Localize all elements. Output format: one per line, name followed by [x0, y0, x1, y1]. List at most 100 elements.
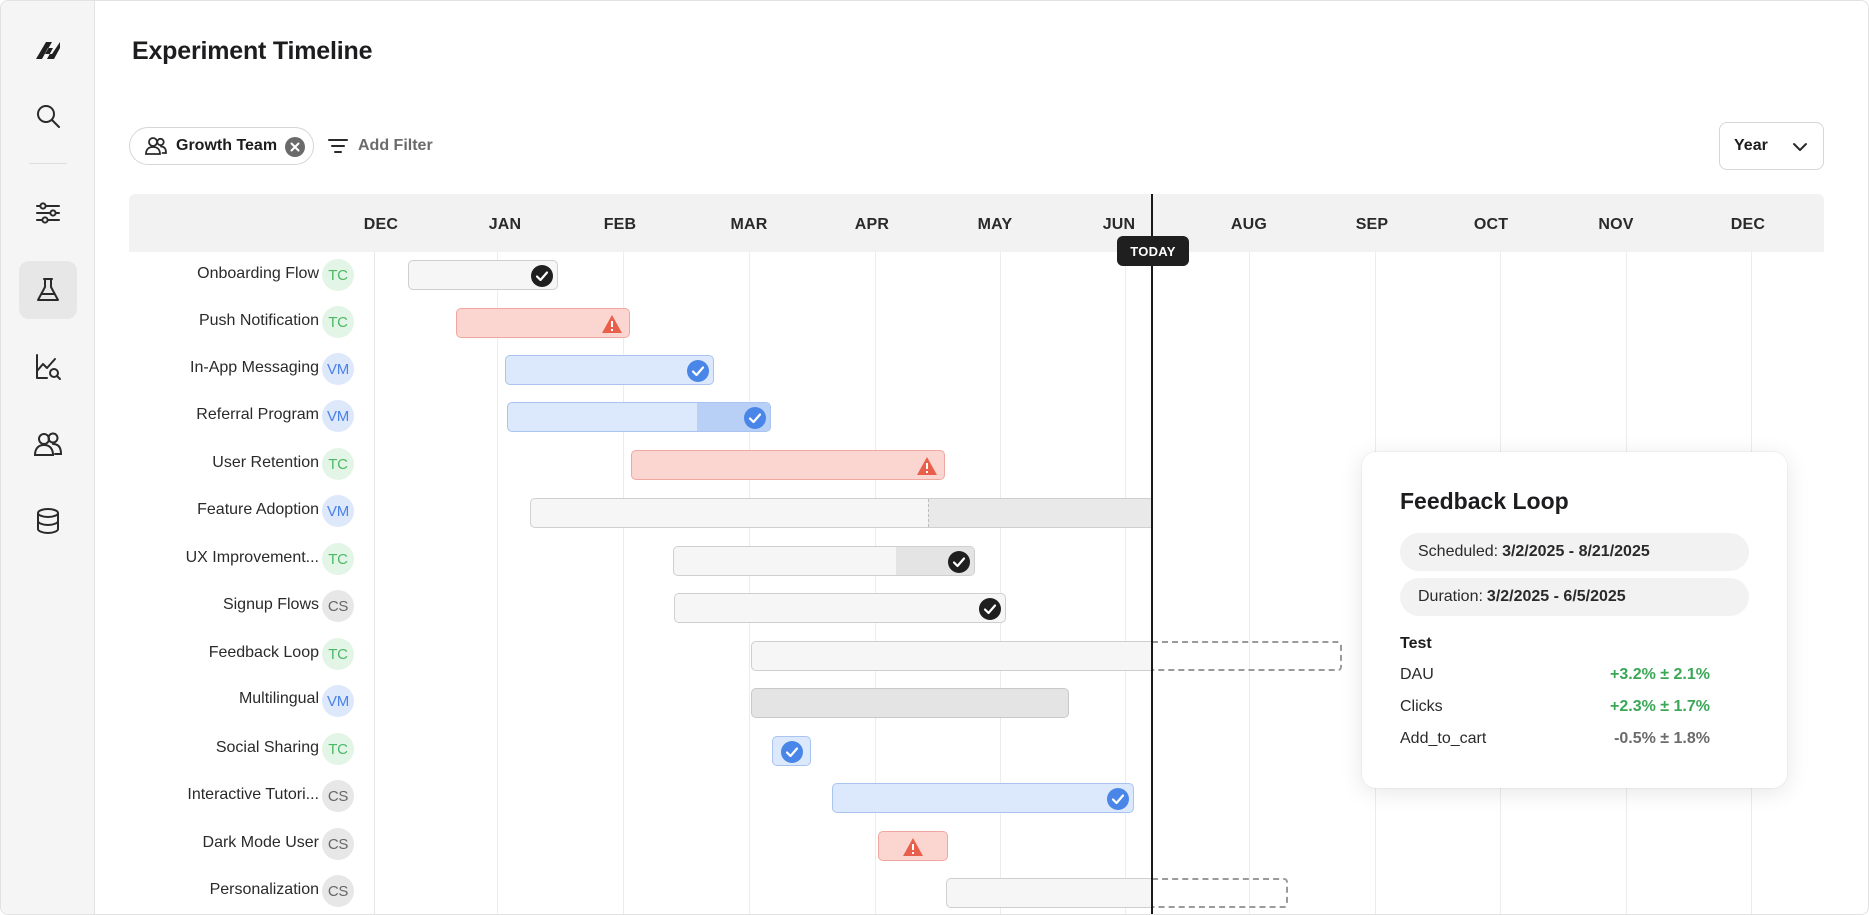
avatar: VM: [322, 400, 354, 432]
gridline: [1249, 252, 1250, 914]
avatar: TC: [322, 733, 354, 765]
sidebar: [1, 1, 95, 914]
month-label: SEP: [1355, 216, 1389, 233]
tooltip-title: Feedback Loop: [1400, 488, 1569, 514]
month-label: FEB: [603, 216, 637, 233]
scheduled-pill: Scheduled: 3/2/2025 - 8/21/2025: [1400, 533, 1749, 571]
avatar: TC: [322, 638, 354, 670]
metric-name: Add_to_cart: [1400, 730, 1487, 747]
experiment-bar-scheduled[interactable]: [1152, 641, 1342, 671]
experiment-bar-scheduled[interactable]: [1152, 878, 1288, 908]
month-label: AUG: [1230, 216, 1268, 233]
scheduled-value: 3/2/2025 - 8/21/2025: [1502, 543, 1650, 560]
users-icon: [144, 134, 168, 158]
avatar: TC: [322, 448, 354, 480]
range-select[interactable]: Year: [1719, 122, 1824, 170]
row-label: Referral Program: [196, 406, 319, 423]
experiment-bar[interactable]: [631, 450, 945, 480]
row-label: User Retention: [212, 454, 319, 471]
today-marker-line: [1151, 194, 1153, 914]
database-icon[interactable]: [19, 492, 77, 550]
month-header: DEC JAN FEB MAR APR MAY JUN AUG SEP OCT …: [129, 194, 1824, 252]
avatar: CS: [322, 828, 354, 860]
experiment-bar[interactable]: [673, 546, 975, 576]
add-filter-button[interactable]: Add Filter: [326, 132, 433, 160]
check-circle-icon: [979, 598, 1001, 620]
row-label: Multilingual: [238, 690, 319, 707]
gridline: [1000, 252, 1001, 914]
metric-name: Clicks: [1400, 698, 1443, 715]
check-circle-icon: [781, 741, 803, 763]
warning-icon: [602, 315, 622, 333]
add-filter-label: Add Filter: [358, 137, 433, 154]
brand-logo-icon[interactable]: [19, 23, 77, 81]
experiment-bar[interactable]: [751, 688, 1069, 718]
tooltip-section-title: Test: [1400, 635, 1432, 652]
gridline: [623, 252, 624, 914]
metric-value: -0.5% ± 1.8%: [1614, 730, 1710, 747]
avatar: VM: [322, 685, 354, 717]
avatar: CS: [322, 590, 354, 622]
month-label: MAR: [730, 216, 768, 233]
experiment-bar[interactable]: [530, 498, 1152, 528]
experiment-bar[interactable]: [408, 260, 558, 290]
sliders-icon[interactable]: [19, 184, 77, 242]
users-icon[interactable]: [19, 415, 77, 473]
check-circle-icon: [687, 360, 709, 382]
experiment-bar[interactable]: [674, 593, 1006, 623]
month-label: DEC: [363, 216, 399, 233]
check-circle-icon: [1107, 788, 1129, 810]
month-label: JUN: [1102, 216, 1136, 233]
duration-label: Duration:: [1418, 588, 1483, 605]
label-column-divider: [374, 252, 375, 914]
month-label: DEC: [1730, 216, 1766, 233]
avatar: VM: [322, 495, 354, 527]
experiment-bar[interactable]: [878, 831, 948, 861]
chevron-down-icon: [1793, 143, 1807, 151]
gridline: [875, 252, 876, 914]
filter-chip-growth-team[interactable]: Growth Team: [129, 127, 314, 165]
filter-icon: [328, 139, 348, 153]
metric-row: Clicks +2.3% ± 1.7%: [1400, 698, 1710, 716]
metric-name: DAU: [1400, 666, 1434, 683]
avatar: CS: [322, 780, 354, 812]
experiment-tooltip: Feedback Loop Scheduled: 3/2/2025 - 8/21…: [1362, 452, 1787, 788]
check-circle-icon: [948, 551, 970, 573]
metric-value: +2.3% ± 1.7%: [1610, 698, 1710, 715]
experiment-bar[interactable]: [456, 308, 630, 338]
range-select-value: Year: [1734, 137, 1768, 154]
row-label: Feature Adoption: [197, 501, 319, 518]
experiment-bar[interactable]: [772, 736, 811, 766]
experiment-bar[interactable]: [751, 641, 1152, 671]
row-label: Interactive Tutori...: [187, 786, 319, 803]
today-badge: TODAY: [1117, 236, 1189, 266]
metric-row: DAU +3.2% ± 2.1%: [1400, 666, 1710, 684]
experiment-bar[interactable]: [832, 783, 1134, 813]
month-label: NOV: [1598, 216, 1634, 233]
row-label: Feedback Loop: [208, 644, 319, 661]
duration-pill: Duration: 3/2/2025 - 6/5/2025: [1400, 578, 1749, 616]
sidebar-divider: [29, 163, 67, 164]
warning-icon: [903, 838, 923, 856]
gridline: [497, 252, 498, 914]
experiment-bar[interactable]: [507, 402, 771, 432]
metric-row: Add_to_cart -0.5% ± 1.8%: [1400, 730, 1710, 748]
filter-chip-label: Growth Team: [176, 137, 278, 154]
avatar: TC: [322, 306, 354, 338]
search-icon[interactable]: [19, 87, 77, 145]
gridline: [749, 252, 750, 914]
bar-segment: [928, 499, 1152, 527]
duration-value: 3/2/2025 - 6/5/2025: [1486, 588, 1626, 605]
experiment-bar[interactable]: [505, 355, 714, 385]
close-icon[interactable]: [285, 137, 305, 157]
chart-search-icon[interactable]: [19, 338, 77, 396]
flask-icon[interactable]: [19, 261, 77, 319]
row-label: Social Sharing: [215, 739, 319, 756]
month-label: JAN: [488, 216, 522, 233]
scheduled-label: Scheduled:: [1418, 543, 1499, 560]
metric-value: +3.2% ± 2.1%: [1610, 666, 1710, 683]
month-label: MAY: [977, 216, 1013, 233]
warning-icon: [917, 457, 937, 475]
experiment-bar[interactable]: [946, 878, 1152, 908]
check-circle-icon: [531, 265, 553, 287]
